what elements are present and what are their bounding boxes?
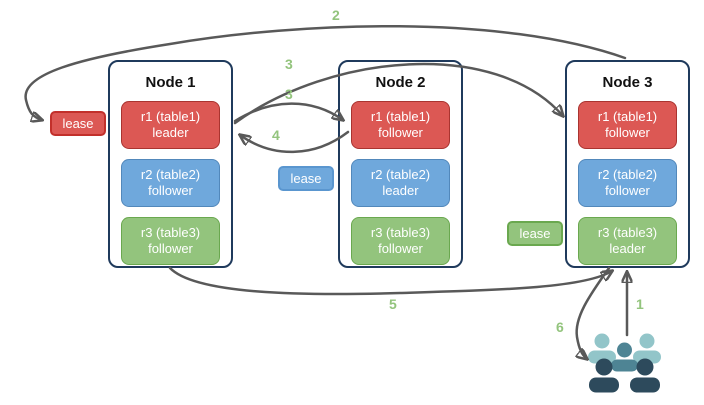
users-group-icon <box>584 331 666 398</box>
replica-name: r2 (table2) <box>140 167 201 182</box>
replica-name: r3 (table3) <box>370 225 431 240</box>
node1-replica-r2-follower: r2 (table2) follower <box>121 159 220 207</box>
node-3: Node 3 r1 (table1) follower r2 (table2) … <box>565 60 690 268</box>
replica-role: follower <box>148 183 193 198</box>
step-label-4: 4 <box>272 127 280 143</box>
node1-replica-r3-follower: r3 (table3) follower <box>121 217 220 265</box>
step-label-3b: 3 <box>285 86 293 102</box>
replica-name: r2 (table2) <box>370 167 431 182</box>
replica-role: follower <box>378 241 423 256</box>
node3-replica-r2-follower: r2 (table2) follower <box>578 159 677 207</box>
step-label-5: 5 <box>389 296 397 312</box>
step-label-1: 1 <box>636 296 644 312</box>
node-1: Node 1 r1 (table1) leader r2 (table2) fo… <box>108 60 233 268</box>
replica-role: follower <box>148 241 193 256</box>
node2-replica-r1-follower: r1 (table1) follower <box>351 101 450 149</box>
step-label-6: 6 <box>556 319 564 335</box>
replica-name: r3 (table3) <box>140 225 201 240</box>
replica-role: leader <box>609 241 646 256</box>
arrow-step5-node1-to-node3 <box>168 266 612 296</box>
node-2: Node 2 r1 (table1) follower r2 (table2) … <box>338 60 463 268</box>
replica-name: r3 (table3) <box>597 225 658 240</box>
lease-badge-r2: lease <box>278 166 334 191</box>
arrow-step3-replicate-node2 <box>233 102 343 121</box>
replica-role: follower <box>605 125 650 140</box>
node-1-title: Node 1 <box>145 74 196 91</box>
replica-name: r1 (table1) <box>370 109 431 124</box>
replica-role: leader <box>152 125 189 140</box>
node-2-title: Node 2 <box>375 74 426 91</box>
lease-badge-r3: lease <box>507 221 563 246</box>
node2-replica-r3-follower: r3 (table3) follower <box>351 217 450 265</box>
step-label-2: 2 <box>332 7 340 23</box>
lease-badge-r1: lease <box>50 111 106 136</box>
node2-replica-r2-leader: r2 (table2) leader <box>351 159 450 207</box>
arrow-step4-ack <box>240 130 350 154</box>
replica-role: follower <box>605 183 650 198</box>
replica-name: r2 (table2) <box>597 167 658 182</box>
node1-replica-r1-leader: r1 (table1) leader <box>121 101 220 149</box>
replica-name: r1 (table1) <box>597 109 658 124</box>
replica-role: follower <box>378 125 423 140</box>
node-3-title: Node 3 <box>602 74 653 91</box>
replica-role: leader <box>382 183 419 198</box>
replica-name: r1 (table1) <box>140 109 201 124</box>
node3-replica-r1-follower: r1 (table1) follower <box>578 101 677 149</box>
node3-replica-r3-leader: r3 (table3) leader <box>578 217 677 265</box>
step-label-3a: 3 <box>285 56 293 72</box>
